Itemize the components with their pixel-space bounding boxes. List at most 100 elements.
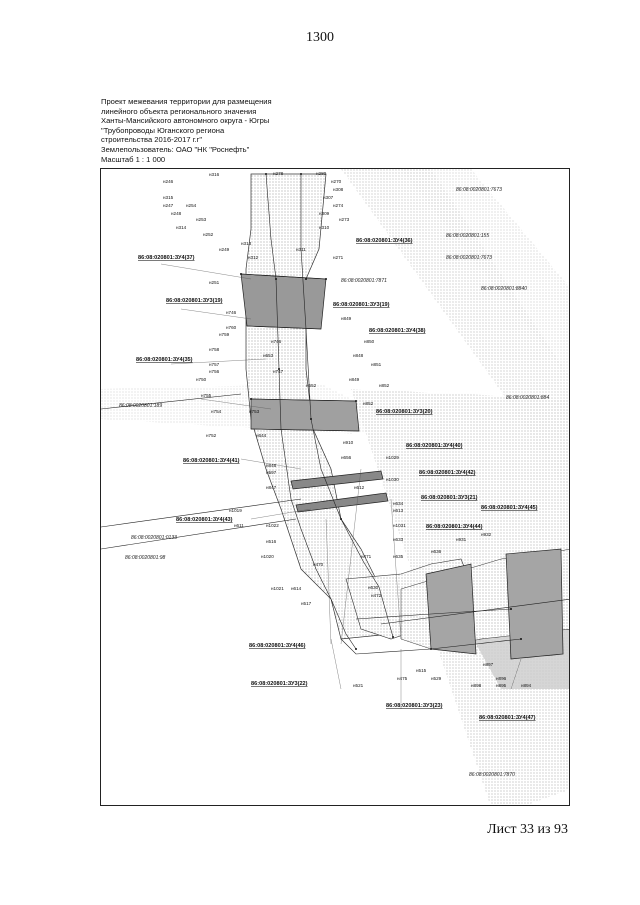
point-label: н910 <box>343 440 354 445</box>
point-label: н849 <box>341 316 352 321</box>
hatched-areas <box>101 169 569 805</box>
point-label: н254 <box>186 203 197 208</box>
point-label: н612 <box>354 485 365 490</box>
survey-map: 86:08:0020801:7673 86:08:0020801:155 86:… <box>100 168 570 806</box>
point-label: н597 <box>266 470 277 475</box>
point-label: н249 <box>219 247 230 252</box>
point-label: н851 <box>371 362 382 367</box>
title-block: Проект межевания территории для размещен… <box>101 97 341 164</box>
point-label: н747 <box>273 369 284 374</box>
cadastral-label: 86:08:0020801:8840 <box>481 286 527 292</box>
title-line: строительства 2016-2017 г.г" <box>101 135 203 145</box>
point-label: н309 <box>319 211 330 216</box>
parcel-label: 86:08:020801:ЗУ3(20) <box>376 409 433 415</box>
cadastral-label: 86:08:0020801:189 <box>119 403 162 409</box>
title-line: "Трубопроводы Юганского региона <box>101 125 225 135</box>
point-label: н849 <box>349 377 360 382</box>
point-label: н847 <box>266 485 277 490</box>
point-label: н746 <box>226 310 237 315</box>
point-label: н515 <box>416 668 427 673</box>
point-label: н313 <box>241 241 252 246</box>
parcel-label: 86:08:020801:ЗУ4(45) <box>481 505 538 511</box>
point-label: н280 <box>316 171 327 176</box>
point-label: н1030 <box>386 477 399 482</box>
point-label: н310 <box>319 225 330 230</box>
point-label: н471 <box>361 554 372 559</box>
point-label: н307 <box>323 195 334 200</box>
point-label: н931 <box>456 537 467 542</box>
point-label: н656 <box>341 455 352 460</box>
point-label: н247 <box>163 203 174 208</box>
point-label: н760 <box>226 325 237 330</box>
point-label: н470 <box>313 562 324 567</box>
cadastral-label: 86:08:0020801:7870 <box>469 772 515 778</box>
leader-lines <box>160 263 522 709</box>
title-line: Ханты-Мансийского автономного округа - Ю… <box>101 116 270 126</box>
point-label: н312 <box>248 255 259 260</box>
point-label: н274 <box>333 203 344 208</box>
point-label: н314 <box>176 225 187 230</box>
point-label: н633 <box>393 537 404 542</box>
point-label: н750 <box>196 377 207 382</box>
point-label: н529 <box>431 676 442 681</box>
gray-parcels <box>240 273 564 660</box>
point-label: н271 <box>333 255 344 260</box>
point-label: н521 <box>353 683 364 688</box>
cadastral-label: 86:08:0020801:98 <box>125 555 166 561</box>
point-label: н311 <box>296 247 306 252</box>
parcel-label: 86:08:020801:ЗУ4(43) <box>176 517 233 523</box>
parcel-label: 86:08:020801:ЗУ4(40) <box>406 443 463 449</box>
point-label: н517 <box>301 601 312 606</box>
point-label: н552 <box>306 383 317 388</box>
point-label: н316 <box>209 172 220 177</box>
point-label: н278 <box>273 171 284 176</box>
point-label: н270 <box>331 179 342 184</box>
point-label: н1022 <box>266 523 279 528</box>
point-label: н898 <box>471 683 482 688</box>
point-label: н315 <box>163 195 174 200</box>
parcel-label: 86:08:020801:ЗУ4(42) <box>419 470 476 476</box>
title-line: Землепользователь: ОАО "НК "Роснефть" <box>101 144 250 154</box>
sheet-number: Лист 33 из 93 <box>487 822 568 837</box>
page-number: 1300 <box>306 30 334 45</box>
point-label: н932 <box>481 532 492 537</box>
point-label: н644 <box>256 433 267 438</box>
point-label: н846 <box>266 463 277 468</box>
point-label: н614 <box>291 586 302 591</box>
boundary-lines <box>101 173 569 655</box>
survey-map-drawing: 86:08:0020801:7673 86:08:0020801:155 86:… <box>101 169 569 805</box>
point-label: н248 <box>171 211 182 216</box>
parcel-label: 86:08:020801:ЗУ4(37) <box>138 255 195 261</box>
point-label: н253 <box>196 217 207 222</box>
point-label: н251 <box>209 280 220 285</box>
title-line: линейного объекта регионального значения <box>101 106 257 116</box>
point-label: н308 <box>333 187 344 192</box>
point-label: н613 <box>393 508 404 513</box>
point-label: н475 <box>397 676 408 681</box>
point-label: н897 <box>483 662 494 667</box>
point-label: н252 <box>203 232 214 237</box>
point-label: н1029 <box>386 455 399 460</box>
point-label: н756 <box>209 369 220 374</box>
point-label: н757 <box>209 362 220 367</box>
point-label: н516 <box>266 539 277 544</box>
point-label: н653 <box>263 353 274 358</box>
point-label: н1031 <box>393 523 406 528</box>
point-label: н754 <box>211 409 222 414</box>
point-label: н1020 <box>261 554 274 559</box>
point-label: н635 <box>393 554 404 559</box>
cadastral-label: 86:08:0020801:7673 <box>446 255 492 261</box>
point-label: н758 <box>209 347 220 352</box>
point-labels: н316 н278 н280 н246 н270 н308 н315 н307 … <box>163 171 532 688</box>
point-label: н753 <box>249 409 260 414</box>
parcel-label: 86:08:020801:ЗУ4(44) <box>426 524 483 530</box>
cadastral-label: 86:08:0020801:0133 <box>131 535 177 541</box>
point-label: н896 <box>496 676 507 681</box>
vertex-points <box>240 173 522 650</box>
parcel-label: 86:08:020801:ЗУ3(19) <box>166 298 223 304</box>
point-label: н894 <box>521 683 532 688</box>
parcel-label: 86:08:020801:ЗУ3(23) <box>386 703 443 709</box>
point-label: н746 <box>271 339 282 344</box>
point-label: н759 <box>219 332 230 337</box>
scale-line: Масштаб 1 : 1 000 <box>101 154 166 164</box>
